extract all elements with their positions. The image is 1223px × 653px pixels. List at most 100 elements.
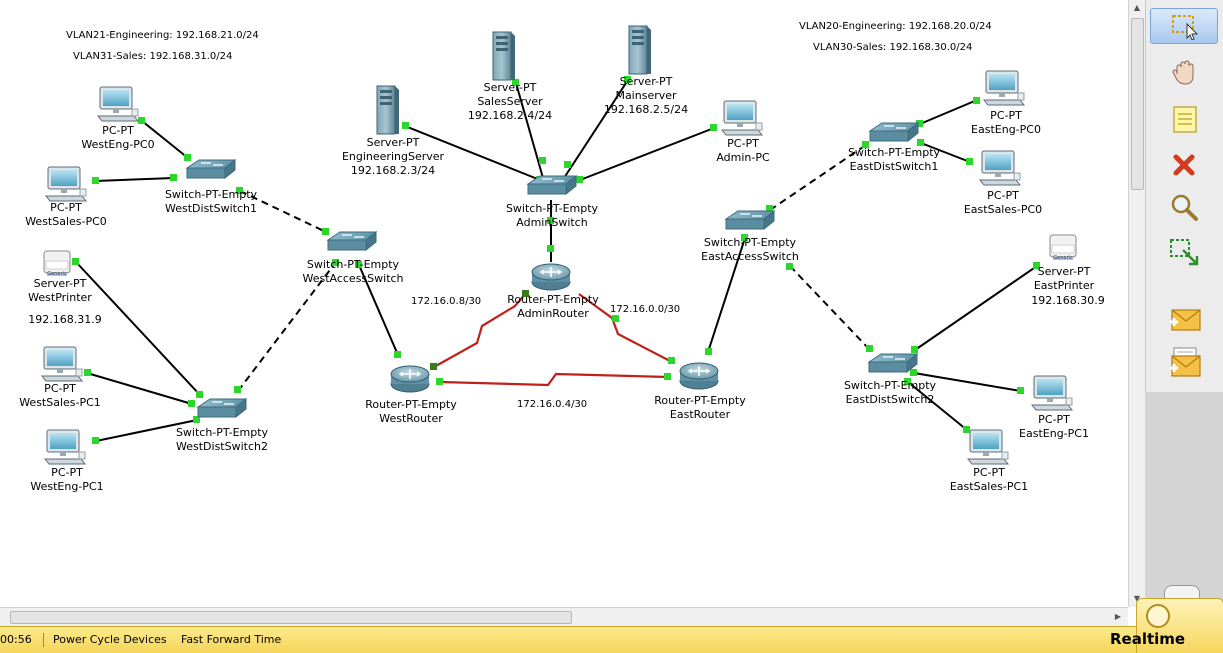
engineeringserver-icon[interactable]	[376, 85, 400, 135]
delete-tool[interactable]	[1166, 148, 1202, 182]
westaccessswitch-icon[interactable]	[327, 231, 377, 251]
eastrouter-icon[interactable]	[679, 362, 719, 390]
hand-icon	[1172, 60, 1194, 85]
link-westsales-pc1[interactable]	[86, 372, 193, 405]
westprinter-badge: Generic	[47, 271, 67, 277]
select-tool[interactable]	[1150, 8, 1218, 44]
mainserver-icon[interactable]	[628, 25, 652, 75]
westrouter-icon[interactable]	[390, 365, 430, 393]
link-westaccess-westrouter[interactable]	[358, 264, 399, 356]
adminswitch-icon[interactable]	[527, 175, 577, 195]
port-status-lights	[72, 76, 1040, 444]
scroll-down-icon[interactable]: ▼	[1133, 594, 1141, 603]
westsales-pc1-icon[interactable]	[41, 346, 83, 382]
power-cycle-button[interactable]: Power Cycle Devices	[53, 633, 167, 646]
westdistswitch1-icon[interactable]	[186, 159, 236, 179]
link-westsales-pc0[interactable]	[94, 177, 175, 182]
link-admin-pc[interactable]	[579, 127, 715, 181]
label-net-admin-east: 172.16.0.0/30	[610, 304, 681, 315]
resize-icon	[1170, 239, 1199, 266]
status-bar: 00:56 Power Cycle Devices Fast Forward T…	[0, 626, 1223, 653]
link-serial-west-admin[interactable]	[433, 292, 527, 368]
horizontal-scrollbar[interactable]: ▶	[0, 607, 1128, 626]
place-note-tool[interactable]	[1166, 102, 1202, 136]
link-serial-west-east[interactable]	[440, 372, 669, 387]
eastdistswitch2-icon[interactable]	[868, 353, 918, 373]
link-westdist1-westaccess[interactable]	[239, 190, 327, 233]
link-westdist2-westaccess[interactable]	[237, 261, 337, 392]
select-icon	[1172, 15, 1199, 40]
horizontal-scroll-thumb[interactable]	[10, 611, 572, 624]
eastsales-pc1-icon[interactable]	[967, 429, 1009, 465]
eastaccessswitch-icon[interactable]	[725, 210, 775, 230]
westsales-pc0-icon[interactable]	[45, 166, 87, 202]
eastdistswitch1-icon[interactable]	[869, 122, 919, 142]
link-westprinter[interactable]	[75, 261, 201, 396]
note-east-vlan20: VLAN20-Engineering: 192.168.20.0/24	[799, 21, 992, 32]
inspect-tool[interactable]	[1166, 190, 1202, 224]
easteng-pc0-icon[interactable]	[983, 70, 1025, 106]
note-west-vlan21: VLAN21-Engineering: 192.168.21.0/24	[66, 30, 259, 41]
toolbar-empty-area	[1145, 392, 1223, 600]
link-westeng-pc1[interactable]	[95, 419, 198, 442]
label-eastprinter-ip: 192.168.30.9	[1031, 294, 1105, 307]
workspace-canvas[interactable]: Generic Generic VLAN21-Engineering: 192.…	[0, 0, 1128, 607]
link-eastprinter[interactable]	[914, 265, 1038, 351]
link-eastsales-pc0[interactable]	[920, 142, 971, 163]
link-eastsales-pc1[interactable]	[907, 381, 968, 431]
topology-diagram: Generic Generic	[41, 25, 1077, 465]
serial-port-lights	[430, 290, 529, 370]
link-westeng-pc0[interactable]	[141, 120, 189, 159]
add-simple-pdu-icon	[1170, 309, 1201, 331]
inspect-icon	[1171, 194, 1198, 221]
westdistswitch2-icon[interactable]	[197, 398, 247, 418]
add-complex-pdu-tool[interactable]	[1166, 346, 1202, 380]
scroll-right-icon[interactable]: ▶	[1114, 612, 1122, 621]
easteng-pc1-icon[interactable]	[1031, 375, 1073, 411]
vertical-scroll-thumb[interactable]	[1131, 18, 1144, 190]
link-engineeringserver[interactable]	[404, 125, 541, 181]
link-easteng-pc1[interactable]	[913, 372, 1022, 392]
scroll-up-icon[interactable]: ▲	[1133, 3, 1141, 12]
salesserver-icon[interactable]	[492, 31, 516, 81]
adminrouter-icon[interactable]	[531, 263, 571, 291]
fast-forward-button[interactable]: Fast Forward Time	[181, 633, 282, 646]
add-simple-pdu-tool[interactable]	[1166, 302, 1202, 336]
westeng-pc1-icon[interactable]	[44, 429, 86, 465]
eastsales-pc0-icon[interactable]	[979, 150, 1021, 186]
link-eastaccess-eastdist1[interactable]	[769, 144, 867, 211]
resize-shape-tool[interactable]	[1166, 236, 1202, 270]
note-east-vlan30: VLAN30-Sales: 192.168.30.0/24	[813, 42, 973, 53]
realtime-mode-label[interactable]: Realtime	[1110, 630, 1186, 648]
link-mainserver[interactable]	[563, 79, 629, 179]
admin-pc-icon[interactable]	[721, 100, 763, 136]
link-eastaccess-eastdist2[interactable]	[789, 265, 871, 351]
link-serial-admin-east[interactable]	[578, 293, 673, 363]
delete-icon	[1173, 154, 1195, 176]
link-eastaccess-eastrouter[interactable]	[707, 237, 746, 353]
westeng-pc0-icon[interactable]	[97, 86, 139, 122]
link-salesserver[interactable]	[515, 82, 544, 179]
link-easteng-pc0[interactable]	[919, 99, 978, 125]
label-net-west-admin: 172.16.0.8/30	[411, 296, 482, 307]
move-layout-tool[interactable]	[1166, 56, 1202, 90]
note-west-vlan31: VLAN31-Sales: 192.168.31.0/24	[73, 51, 233, 62]
vertical-scrollbar[interactable]: ▲ ▼	[1128, 0, 1145, 607]
